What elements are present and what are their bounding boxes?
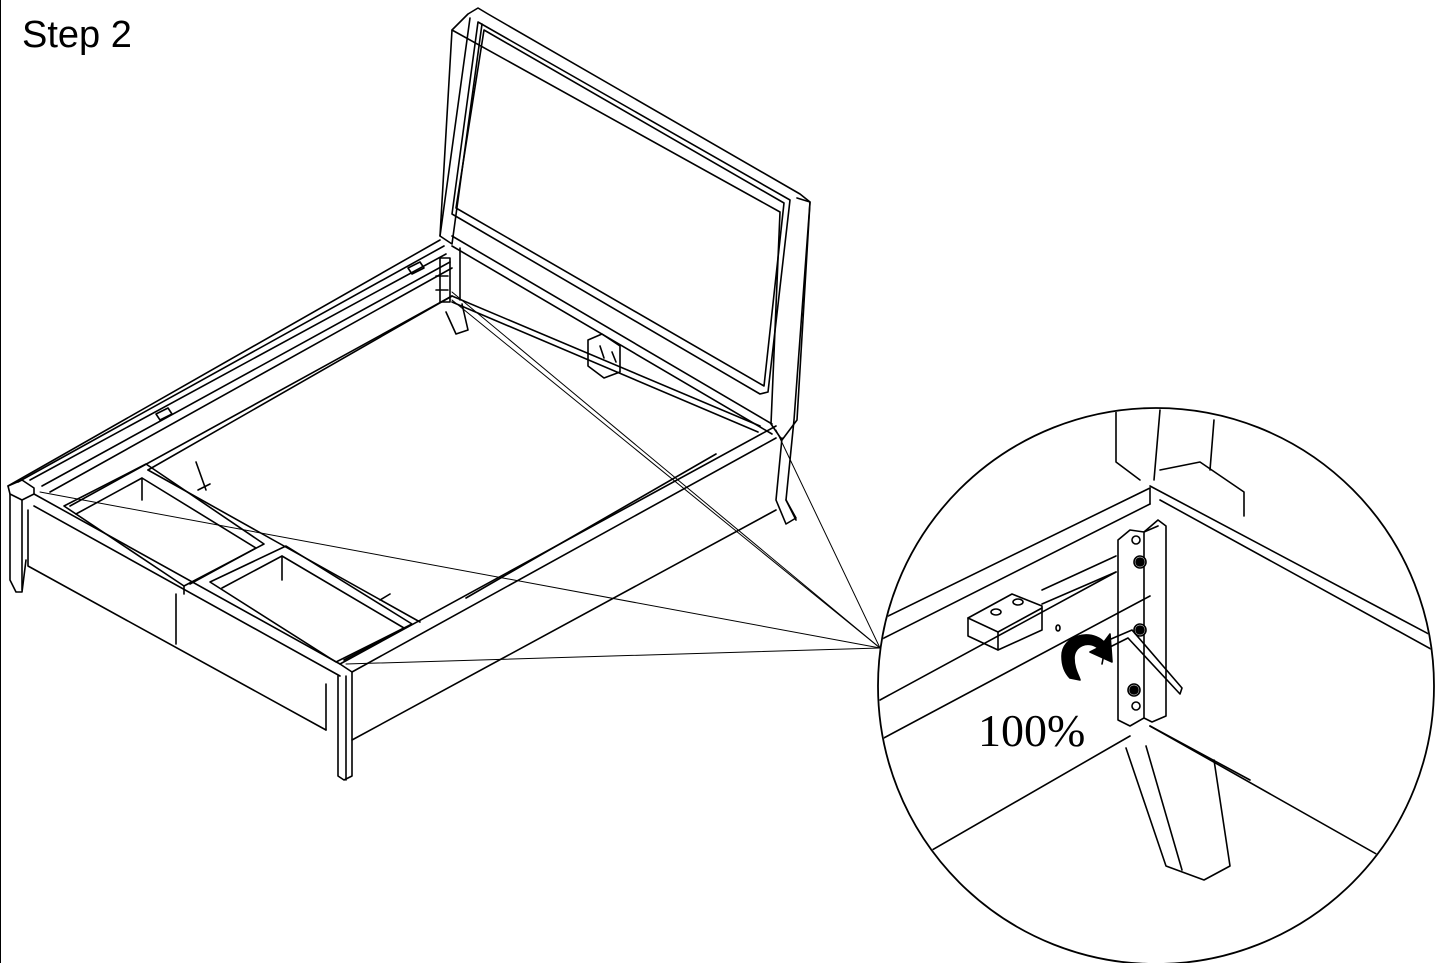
detail-magnifier: [878, 408, 1440, 963]
headboard: [440, 8, 810, 524]
storage-drawers: [64, 462, 412, 662]
tighten-percentage-label: 100%: [978, 705, 1086, 756]
bed-frame: [8, 240, 776, 780]
frame-left-border: [0, 0, 1, 963]
rotate-arrow-icon: [1062, 634, 1112, 680]
bolts: [1128, 556, 1146, 696]
step-title: Step 2: [22, 14, 132, 56]
callout-lines: [40, 292, 880, 664]
allen-key-icon: [1102, 630, 1182, 694]
frame-brackets: [156, 258, 620, 600]
